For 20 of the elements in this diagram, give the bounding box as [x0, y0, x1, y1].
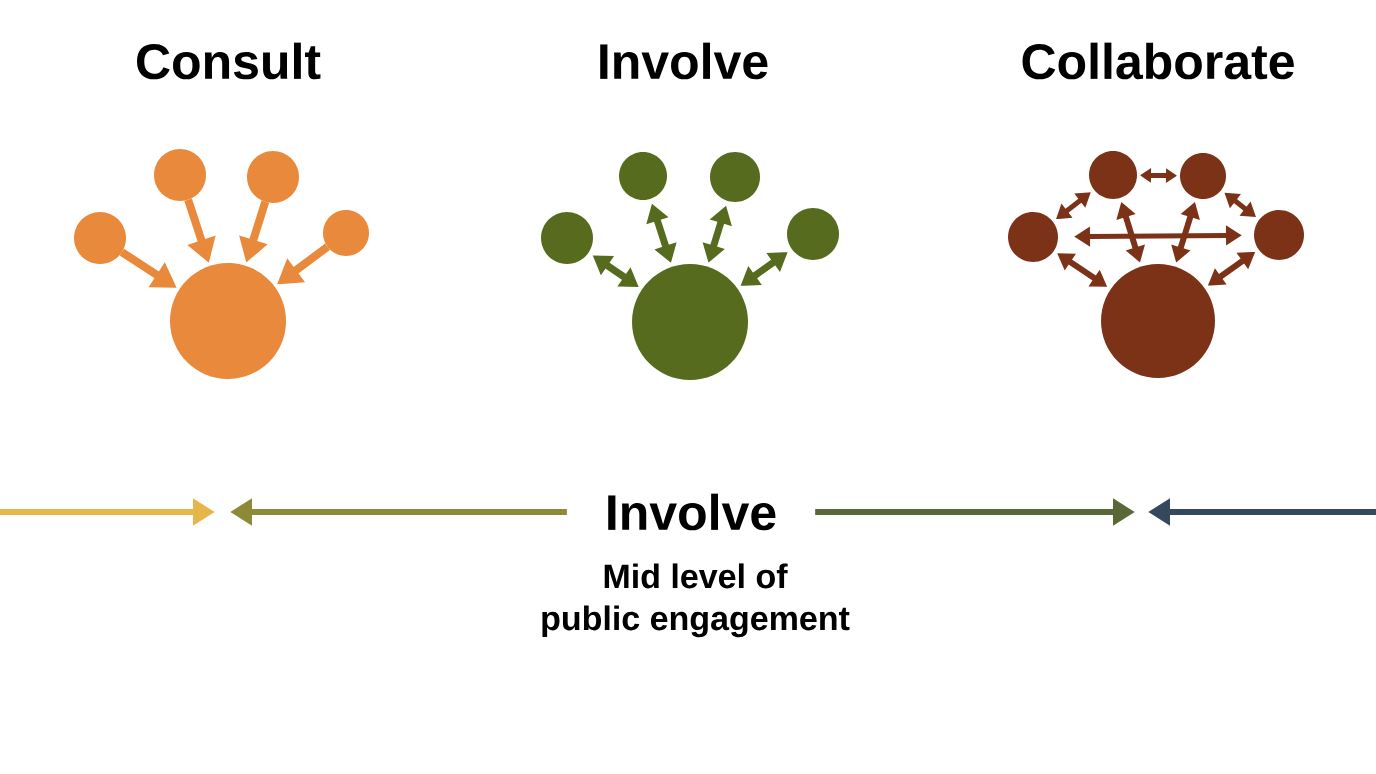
small-circle — [1180, 153, 1226, 199]
description: Mid level of public engagement — [542, 563, 850, 638]
heading: Involve — [600, 42, 768, 80]
heading: Collaborate — [1022, 42, 1294, 80]
small-circle — [1008, 212, 1058, 262]
small-circle — [323, 210, 369, 256]
large-circle — [1101, 264, 1215, 378]
heading: Consult — [137, 42, 321, 80]
small-circle — [1254, 210, 1304, 260]
small-circle — [1089, 151, 1137, 199]
small-circle — [247, 151, 299, 203]
small-circle — [619, 152, 667, 200]
large-circle — [170, 263, 286, 379]
large-circle — [632, 264, 748, 380]
small-circle — [154, 149, 206, 201]
small-circle — [710, 152, 760, 202]
level-title: Involve — [608, 493, 776, 531]
small-circle — [541, 212, 593, 264]
small-circle — [74, 212, 126, 264]
small-circle — [787, 208, 839, 260]
